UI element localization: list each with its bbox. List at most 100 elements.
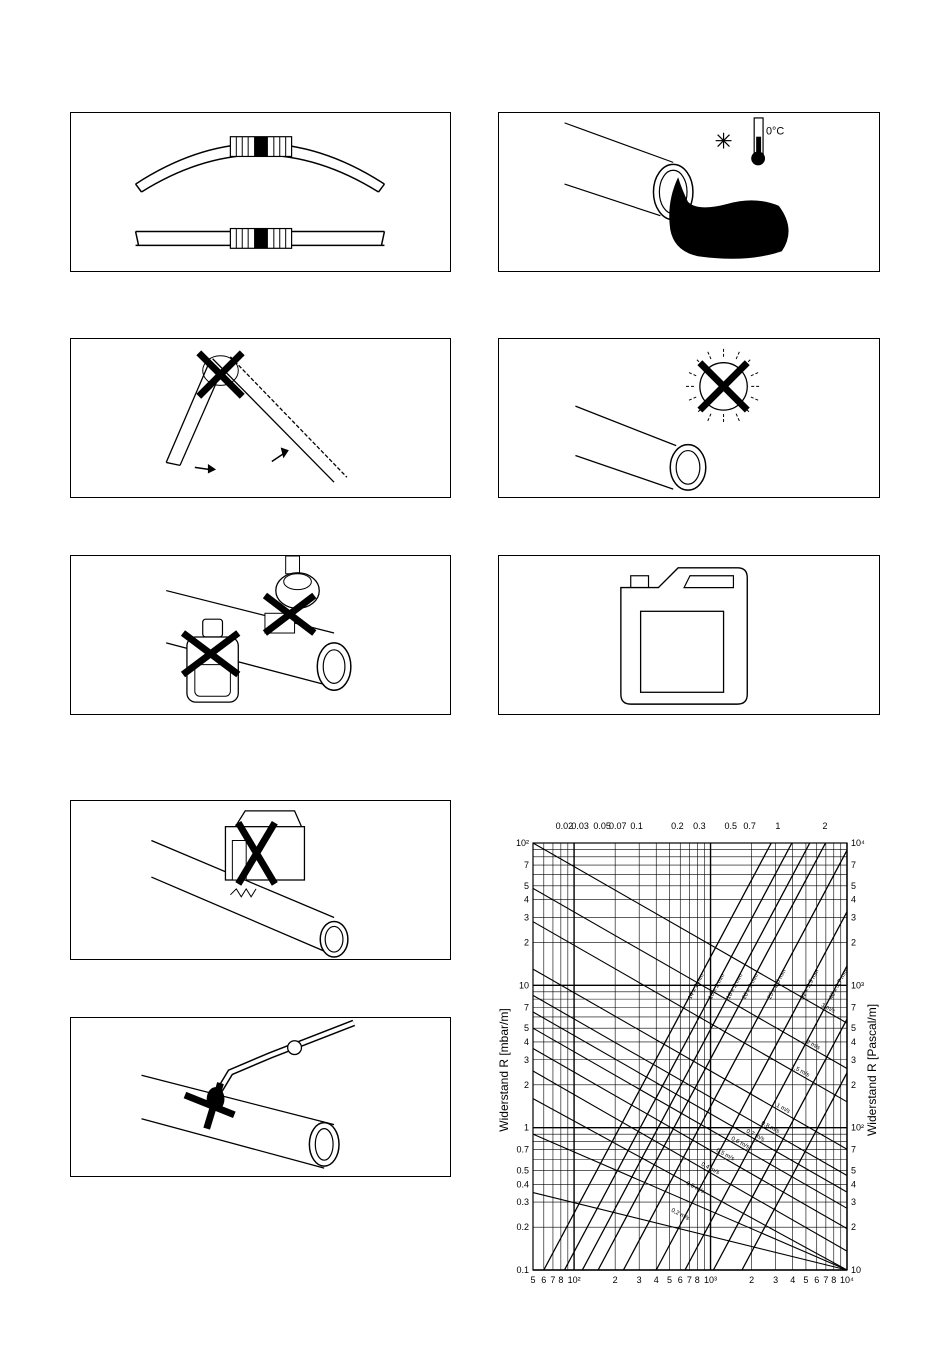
x-tick-label: 8 (695, 1275, 700, 1285)
pipe-size-line (741, 1072, 848, 1271)
y-left-tick-label: 3 (524, 1055, 529, 1065)
x-tick-label: 10² (568, 1275, 581, 1285)
coupling-top (229, 136, 293, 158)
x-tick-label: 6 (541, 1275, 546, 1285)
panel-no-open-flame (70, 1017, 451, 1177)
x-tick-label: 2 (613, 1275, 618, 1285)
x-tick-label: 6 (678, 1275, 683, 1285)
y-right-tick-label: 4 (851, 1037, 856, 1047)
y-left-tick-label: 5 (524, 881, 529, 891)
y-left-tick-label: 0.5 (516, 1166, 529, 1176)
pipe-size-line (597, 842, 827, 1271)
x-tick-label: 2 (749, 1275, 754, 1285)
top-tick-label: 1 (775, 821, 780, 831)
top-tick-label: 0.05 (593, 821, 611, 831)
chemicals-illustration (166, 556, 352, 703)
y-left-tick-label: 4 (524, 1037, 529, 1047)
x-tick-label: 4 (790, 1275, 795, 1285)
bottle-icon (186, 618, 239, 703)
velocity-line (532, 1070, 848, 1252)
x-tick-label: 8 (558, 1275, 563, 1285)
velocity-line (532, 994, 848, 1176)
x-tick-label: 4 (654, 1275, 659, 1285)
top-tick-label: 0.5 (725, 821, 738, 831)
x-tick-label: 5 (667, 1275, 672, 1285)
y-left-tick-label: 4 (524, 895, 529, 905)
velocity-line (532, 1098, 848, 1271)
y-right-tick-label: 3 (851, 912, 856, 922)
velocity-line (532, 1133, 848, 1271)
panel-no-sunlight (498, 338, 880, 498)
panel-no-cutting-tools (70, 800, 451, 960)
top-tick-label: 2 (823, 821, 828, 831)
y-left-tick-label: 0.3 (516, 1197, 529, 1207)
prohibited-x-icon (183, 1082, 236, 1130)
x-tick-label: 5 (530, 1275, 535, 1285)
velocity-line (532, 968, 848, 1150)
panel-pipe-bending (70, 112, 451, 272)
thermometer-icon (751, 117, 766, 166)
y-left-tick-label: 5 (524, 1023, 529, 1033)
y-left-tick-label: 2 (524, 1080, 529, 1090)
velocity-line (532, 1027, 848, 1209)
y-right-tick-label: 7 (851, 1145, 856, 1155)
y-left-tick-label: 3 (524, 912, 529, 922)
panel-no-chemicals (70, 555, 451, 715)
y-right-tick-label: 5 (851, 1023, 856, 1033)
pipe-size-line (622, 849, 848, 1271)
y-right-tick-label: 5 (851, 881, 856, 891)
y-right-tick-label: 10⁴ (851, 838, 865, 848)
velocity-line (532, 921, 848, 1103)
y-axis-title-left: Widerstand R [mbar/m] (497, 1008, 511, 1131)
velocity-line (532, 1048, 848, 1230)
spray-can-icon (264, 556, 320, 634)
pipe-size-line (581, 842, 811, 1271)
prohibited-x-icon (697, 360, 750, 413)
x-tick-label: 7 (823, 1275, 828, 1285)
sunlight-illustration (575, 348, 762, 491)
panel-canister (498, 555, 880, 715)
y-left-tick-label: 0.4 (516, 1179, 529, 1189)
top-tick-label: 0.02 (556, 821, 574, 831)
torch-illustration (141, 1019, 356, 1169)
top-tick-label: 0.2 (671, 821, 684, 831)
prohibited-x-icon (196, 350, 245, 399)
y-right-tick-label: 2 (851, 937, 856, 947)
y-right-tick-label: 10² (851, 1123, 864, 1133)
velocity-line (532, 842, 848, 1024)
panel-frost-warning: 0°C (498, 112, 880, 272)
velocity-line (532, 1192, 848, 1271)
y-left-tick-label: 10 (519, 980, 529, 990)
kinking-illustration (165, 350, 348, 483)
pipe-size-line (655, 911, 848, 1271)
top-tick-label: 0.03 (571, 821, 589, 831)
y-left-tick-label: 2 (524, 937, 529, 947)
pipe-size-line (684, 965, 848, 1271)
x-tick-label: 5 (803, 1275, 808, 1285)
y-left-tick-label: 7 (524, 1002, 529, 1012)
x-tick-label: 3 (773, 1275, 778, 1285)
y-left-tick-label: 0.7 (516, 1145, 529, 1155)
y-axis-title-right: Widerstand R [Pascal/m] (865, 1004, 879, 1136)
prohibited-x-icon (235, 820, 278, 886)
x-tick-label: 10³ (704, 1275, 717, 1285)
y-right-tick-label: 3 (851, 1055, 856, 1065)
y-right-tick-label: 3 (851, 1197, 856, 1207)
arrow-icon (194, 447, 289, 474)
pipe-size-line (543, 842, 772, 1271)
top-tick-label: 0.1 (630, 821, 643, 831)
pipe-size-line (712, 1018, 848, 1271)
y-left-tick-label: 0.2 (516, 1222, 529, 1232)
y-right-tick-label: 4 (851, 1179, 856, 1189)
water-puddle (669, 177, 789, 259)
velocity-line (532, 1011, 848, 1193)
frost-illustration: 0°C (564, 117, 789, 259)
y-right-tick-label: 4 (851, 895, 856, 905)
temperature-label: 0°C (766, 126, 784, 138)
y-left-tick-label: 7 (524, 860, 529, 870)
top-tick-label: 0.07 (609, 821, 627, 831)
panel-no-kinking (70, 338, 451, 498)
top-tick-label: 0.7 (743, 821, 756, 831)
velocity-line (532, 887, 848, 1069)
